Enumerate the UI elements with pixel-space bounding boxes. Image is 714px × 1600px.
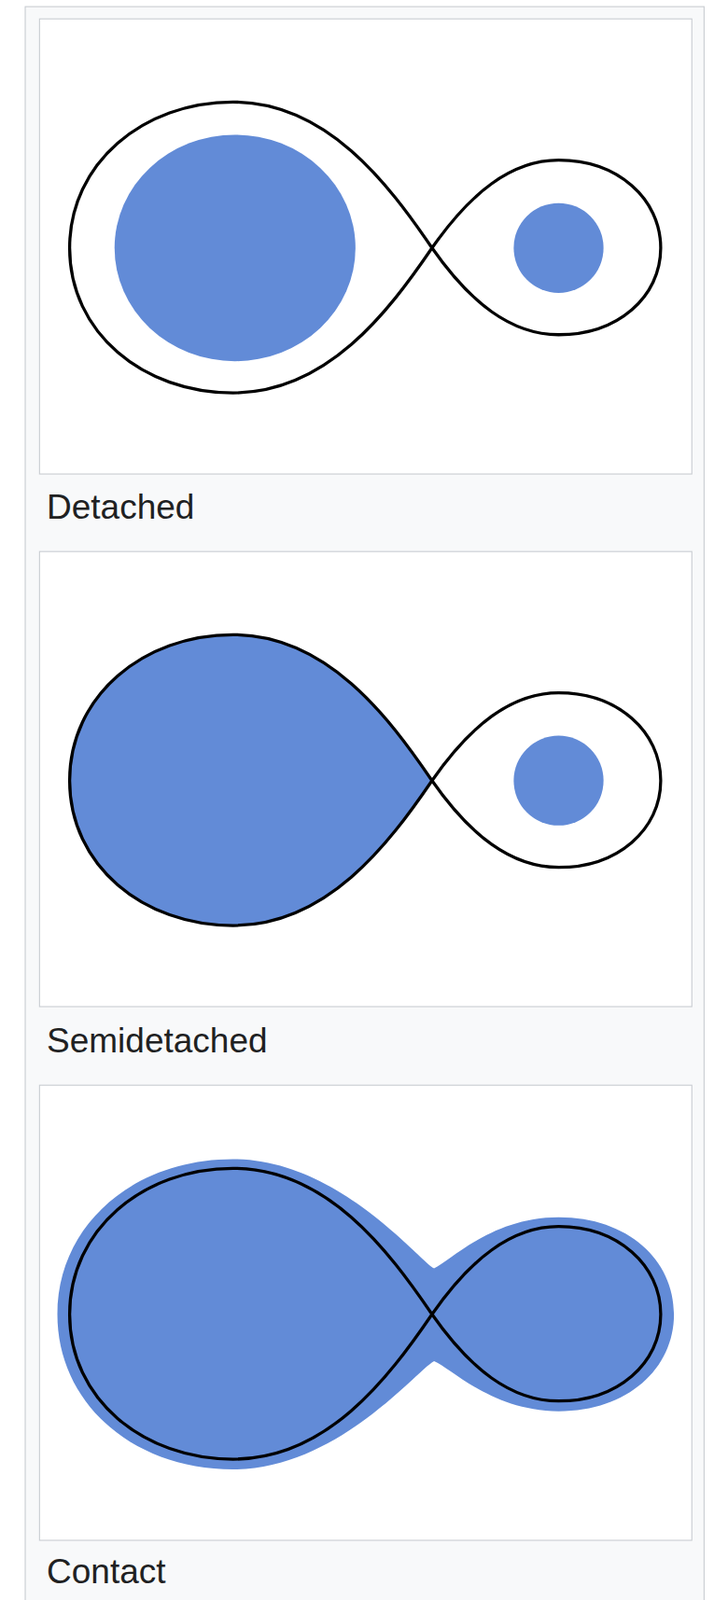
roche-lobe xyxy=(432,1227,661,1402)
panel-caption: Detached xyxy=(46,487,195,529)
primary-star xyxy=(114,134,356,362)
panel-frame xyxy=(39,1085,692,1541)
roche-lobe xyxy=(70,101,433,393)
roche-lobe xyxy=(70,1168,433,1460)
filled-roche-lobe xyxy=(70,634,433,926)
contact-panel xyxy=(39,1085,692,1541)
panel-caption: Semidetached xyxy=(46,1021,268,1063)
figure-frame xyxy=(25,6,704,1600)
secondary-star xyxy=(513,736,603,826)
secondary-star xyxy=(513,203,603,294)
detached-panel xyxy=(39,18,692,475)
panel-frame xyxy=(39,551,692,1008)
common-envelope xyxy=(56,1160,674,1471)
roche-lobe xyxy=(432,160,661,336)
panel-frame xyxy=(39,18,692,475)
panel-caption: Contact xyxy=(46,1552,167,1594)
semidetached-panel xyxy=(39,551,692,1008)
roche-lobe xyxy=(432,693,661,868)
